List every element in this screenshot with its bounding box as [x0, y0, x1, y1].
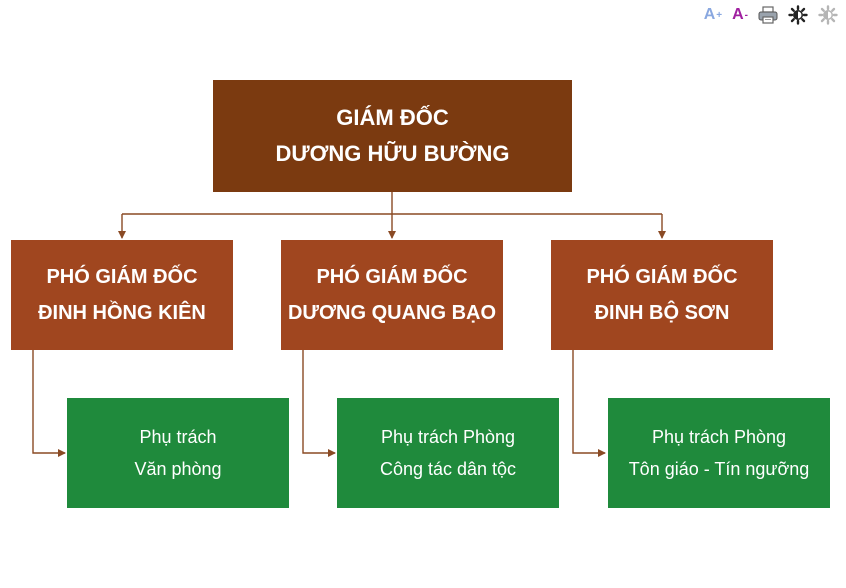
- contrast-light-icon[interactable]: [818, 5, 838, 25]
- responsibility-line: Văn phòng: [134, 459, 222, 479]
- responsibility-line: Phụ trách Phòng: [651, 427, 787, 447]
- deputy-title: PHÓ GIÁM ĐỐC: [586, 266, 738, 288]
- font-increase-button[interactable]: A+: [704, 5, 722, 25]
- deputy-name: DƯƠNG QUANG BẠO: [287, 302, 497, 324]
- font-increase-sup: +: [716, 9, 723, 21]
- responsibility-box-1: Phụ trách Văn phòng: [67, 398, 289, 508]
- connector-deputy-2-to-resp-2: [302, 350, 336, 457]
- font-decrease-button[interactable]: A-: [732, 5, 748, 25]
- responsibility-line: Tôn giáo - Tín ngưỡng: [628, 459, 810, 479]
- responsibility-box-2: Phụ trách Phòng Công tác dân tộc: [337, 398, 559, 508]
- deputy-box-1: PHÓ GIÁM ĐỐC ĐINH HỒNG KIÊN: [11, 240, 233, 350]
- accessibility-toolbar: A+ A-: [704, 4, 838, 26]
- responsibility-box-3: Phụ trách Phòng Tôn giáo - Tín ngưỡng: [608, 398, 830, 508]
- connector-deputy-1-to-resp-1: [32, 350, 66, 457]
- deputy-title: PHÓ GIÁM ĐỐC: [46, 266, 198, 288]
- responsibility-line: Phụ trách Phòng: [380, 427, 516, 447]
- deputy-box-2: PHÓ GIÁM ĐỐC DƯƠNG QUANG BẠO: [281, 240, 503, 350]
- font-decrease-glyph: A: [732, 6, 744, 23]
- director-box: GIÁM ĐỐC DƯƠNG HỮU BƯỜNG: [213, 80, 572, 192]
- deputy-name: ĐINH HỒNG KIÊN: [38, 302, 206, 324]
- deputy-box-3: PHÓ GIÁM ĐỐC ĐINH BỘ SƠN: [551, 240, 773, 350]
- deputy-title: PHÓ GIÁM ĐỐC: [316, 266, 468, 288]
- deputy-name: ĐINH BỘ SƠN: [594, 302, 730, 324]
- printer-icon[interactable]: [758, 5, 778, 25]
- director-title: GIÁM ĐỐC: [336, 105, 449, 130]
- font-decrease-sup: -: [744, 9, 748, 21]
- font-increase-glyph: A: [703, 6, 716, 23]
- responsibility-line: Phụ trách: [139, 427, 217, 447]
- connector-deputy-3-to-resp-3: [572, 350, 606, 457]
- director-name: DƯƠNG HỮU BƯỜNG: [275, 141, 510, 166]
- responsibility-line: Công tác dân tộc: [379, 459, 517, 479]
- contrast-dark-icon[interactable]: [788, 5, 808, 25]
